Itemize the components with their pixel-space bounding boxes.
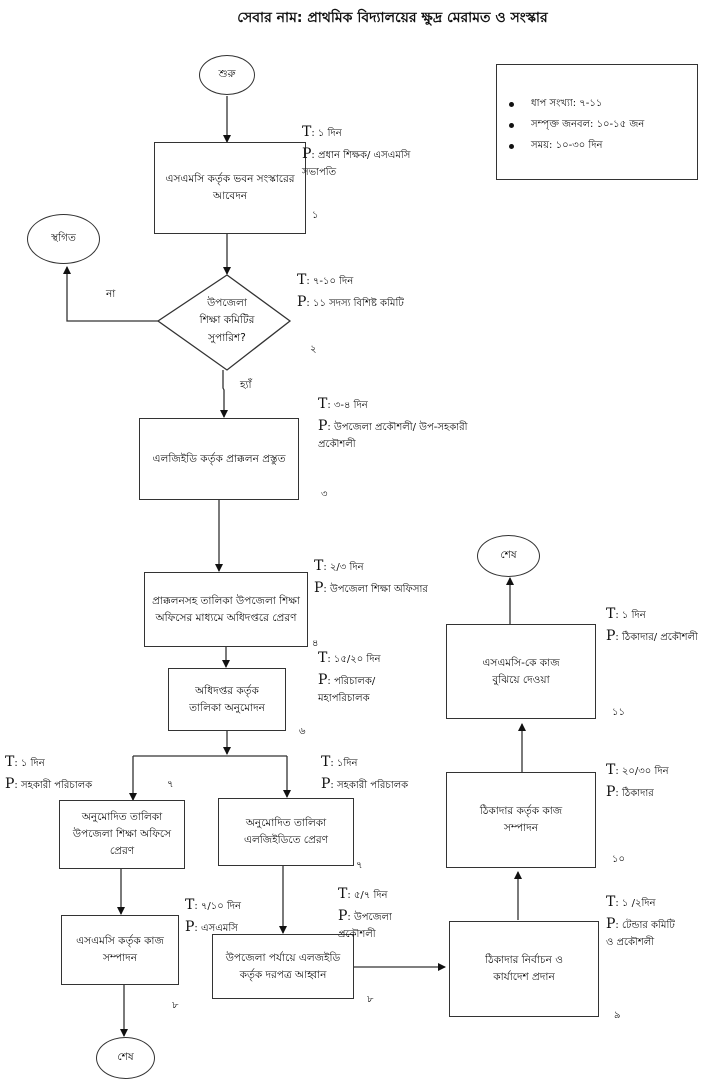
postponed-label: স্থগিত (51, 231, 76, 244)
decision-text: উপজেলা শিক্ষা কমিটির সুপারিশ? (199, 297, 255, 344)
page-title: সেবার নাম: প্রাথমিক বিদ্যালয়ের ক্ষুদ্র … (237, 10, 548, 26)
start-label: শুরু (218, 67, 236, 80)
step-number-8a: ৮ (172, 1000, 179, 1011)
step-7a-box: অনুমোদিত তালিকা উপজেলা শিক্ষা অফিসে প্রে… (59, 800, 185, 869)
step-3-box: এলজিইডি কর্তৃক প্রাক্কলন প্রস্তুত (139, 418, 299, 500)
step-number-8b: ৮ (367, 994, 374, 1005)
end-terminal-right: শেষ (477, 535, 540, 577)
annotation-step-7b: T: ১দিন P: সহকারী পরিচালক (321, 754, 409, 792)
step-number-1: ১ (312, 210, 319, 221)
step-6-box: অধিদপ্তর কর্তৃক তালিকা অনুমোদন (168, 668, 286, 731)
start-terminal: শুরু (199, 55, 255, 95)
annotation-step-8a: T: ৭/১০ দিন P: এসএমসি (185, 897, 242, 935)
decision-no-label: না (106, 288, 116, 300)
decision-yes-label: হ্যাঁ (240, 379, 252, 391)
step-number-10: ১০ (612, 854, 625, 865)
summary-box: ধাপ সংখ্যা: ৭-১১ সম্পৃক্ত জনবল: ১০-১৫ জন… (496, 64, 698, 180)
step-8a-box: এসএমসি কর্তৃক কাজ সম্পাদন (61, 915, 179, 985)
step-8b-box: উপজেলা পর্যায়ে এলজইডি কর্তৃক দরপত্র আহ্… (212, 934, 354, 999)
summary-item-manpower: সম্পৃক্ত জনবল: ১০-১৫ জন (507, 114, 697, 135)
step-9-box: ঠিকাদার নির্বাচন ও কার্যাদেশ প্রদান (449, 921, 599, 1017)
decision-diamond (156, 274, 292, 371)
end-terminal-left: শেষ (96, 1037, 155, 1079)
annotation-step-3: T: ৩-৪ দিন P: উপজেলা প্রকৌশলী/ উপ-সহকারী… (318, 396, 468, 451)
step-number-3: ৩ (321, 489, 328, 500)
annotation-step-9: T: ১ /২দিন P: টেন্ডার কমিটি ও প্রকৌশলী (606, 894, 675, 949)
summary-item-time: সময়: ১০-৩০ দিন (507, 135, 697, 156)
annotation-step-2: T: ৭-১০ দিন P: ১১ সদস্য বিশিষ্ট কমিটি (297, 272, 404, 310)
step-1-box: এসএমসি কর্তৃক ভবন সংস্কারের আবেদন (154, 142, 306, 234)
step-11-box: এসএমসি-কে কাজ বুঝিয়ে দেওয়া (446, 624, 596, 719)
step-number-7a: ৭ (167, 779, 174, 790)
step-number-7b: ৭ (356, 860, 363, 871)
step-number-9: ৯ (614, 1010, 621, 1021)
summary-item-steps: ধাপ সংখ্যা: ৭-১১ (507, 93, 697, 114)
annotation-step-7a: T: ১ দিন P: সহকারী পরিচালক (5, 754, 93, 792)
arrow-yes-to-step3 (220, 370, 228, 418)
annotation-step-1: T: ১ দিন P: প্রধান শিক্ষক/ এসএমসি সভাপতি (302, 124, 411, 179)
annotation-step-6: T: ১৫/২০ দিন P: পরিচালক/ মহাপরিচালক (318, 650, 381, 705)
step-7b-box: অনুমোদিত তালিকা এলজিইডিতে প্রেরণ (218, 798, 354, 866)
annotation-step-4: T: ২/৩ দিন P: উপজেলা শিক্ষা অফিসার (314, 558, 428, 596)
arrow-no-to-postponed (63, 266, 158, 322)
step-number-2: ২ (310, 344, 317, 355)
annotation-step-11: T: ১ দিন P: ঠিকাদার/ প্রকৌশলী (606, 606, 698, 644)
end-label-right: শেষ (500, 548, 517, 561)
step-number-6: ৬ (299, 726, 306, 737)
step-number-11: ১১ (612, 707, 625, 718)
annotation-step-10: T: ২০/৩০ দিন P: ঠিকাদার (606, 762, 669, 800)
postponed-terminal: স্থগিত (27, 214, 100, 264)
step-number-4: ৪ (312, 638, 319, 649)
step-4-box: প্রাক্কলনসহ তালিকা উপজেলা শিক্ষা অফিসের … (144, 572, 308, 647)
step-10-box: ঠিকাদার কর্তৃক কাজ সম্পাদন (446, 772, 596, 868)
annotation-step-8b: T: ৫/৭ দিন P: উপজেলা প্রকৌশলী (338, 886, 392, 941)
end-label-left: শেষ (117, 1050, 134, 1063)
